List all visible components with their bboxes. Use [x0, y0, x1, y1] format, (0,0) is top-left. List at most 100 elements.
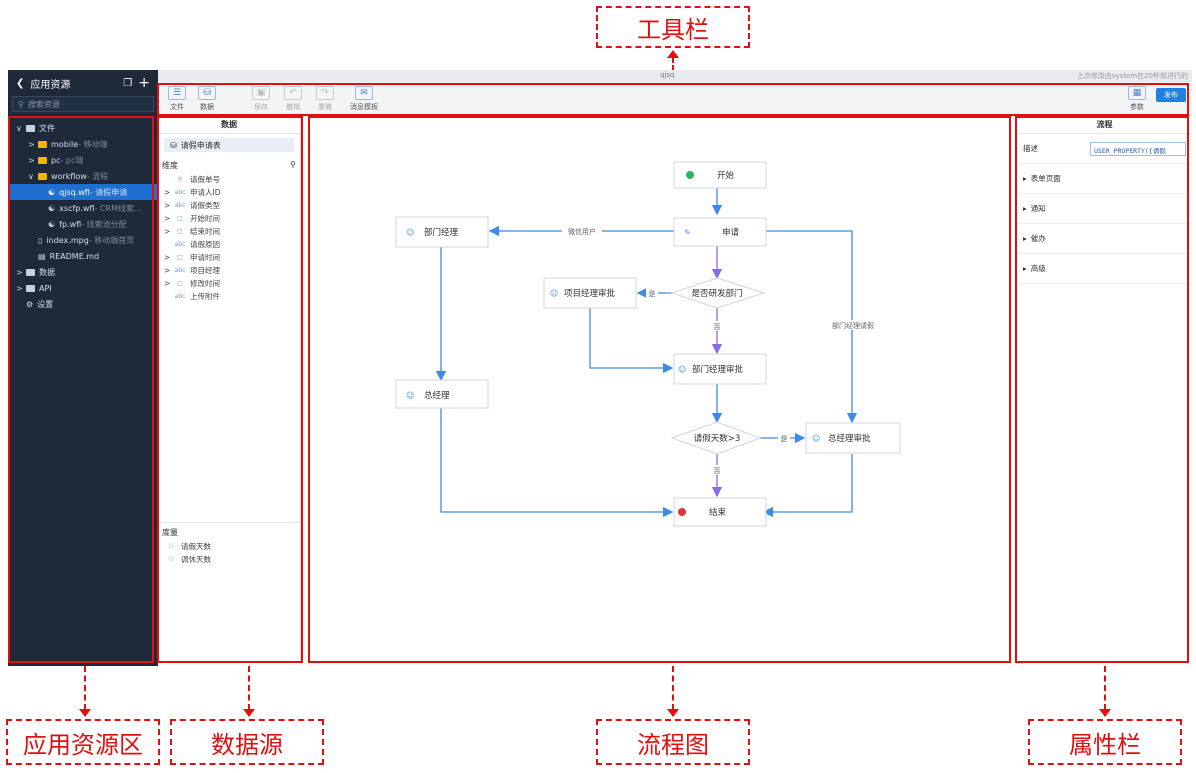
redo-icon: ↷ — [316, 86, 334, 100]
redo-button[interactable]: ↷重做 — [316, 86, 334, 111]
node-gm-approval[interactable]: ☺ 总经理审批 — [805, 422, 901, 454]
flowchart-annotation: 流程图 — [596, 719, 750, 765]
tree-item-api[interactable]: >API — [16, 283, 52, 293]
document-title[interactable]: qjsq — [660, 71, 675, 79]
user-icon: ☺ — [812, 434, 820, 443]
datasource-annotation: 数据源 — [170, 719, 324, 765]
description-row: 描述 USER_PROPERTY({请假 — [1017, 134, 1192, 164]
svg-text:结束: 结束 — [709, 507, 727, 518]
node-is-rd-dept[interactable]: 是否研发部门 — [670, 277, 766, 309]
dimension-item[interactable]: >□申请时间 — [164, 253, 220, 262]
tree-item-settings[interactable]: ⚙设置 — [26, 299, 54, 309]
tree-item-index-mpg[interactable]: ▯index.mpg - 移动端首页 — [38, 235, 135, 245]
section-notify[interactable]: ▸通知 — [1017, 194, 1192, 224]
file-button[interactable]: ☰文件 — [168, 86, 186, 111]
svg-text:申请: 申请 — [722, 227, 740, 238]
tree-item-pc[interactable]: >pc - pc端 — [28, 155, 84, 165]
workflow-icon: ☯ — [48, 187, 56, 197]
dimension-item[interactable]: >□开始时间 — [164, 214, 220, 223]
dimension-item[interactable]: >□结束时间 — [164, 227, 220, 236]
svg-text:是否研发部门: 是否研发部门 — [691, 288, 742, 299]
undo-button[interactable]: ↶撤销 — [284, 86, 302, 111]
flowchart-svg: 微信用户 是 否 部门经理请假 是 否 开始 — [395, 161, 901, 527]
svg-text:项目经理审批: 项目经理审批 — [564, 288, 616, 299]
publish-button[interactable]: 发布 — [1156, 88, 1186, 102]
tree-item-files[interactable]: ∨文件 — [16, 123, 55, 133]
node-start[interactable]: 开始 — [673, 161, 767, 189]
tree-item-xscfp[interactable]: ☯xscfp.wfl - CRM线索... — [48, 203, 142, 213]
measure-item[interactable]: ⚆请假天数 — [158, 540, 300, 553]
params-button[interactable]: ▦参数 — [1128, 86, 1146, 111]
node-apply[interactable]: ✎ 申请 — [673, 217, 767, 247]
save-button[interactable]: ▣保存 — [252, 86, 270, 111]
datasource-table[interactable]: ⛁ 请假申请表 — [164, 138, 294, 152]
edge-gmapprove-end[interactable] — [762, 454, 853, 518]
params-icon: ▦ — [1128, 86, 1146, 100]
add-icon[interactable]: + — [138, 75, 150, 91]
description-input[interactable]: USER_PROPERTY({请假 — [1090, 141, 1186, 156]
caret-right-icon: ▸ — [1023, 234, 1027, 243]
date-type-icon: □ — [177, 254, 183, 261]
tree-item-data[interactable]: >数据 — [16, 267, 55, 277]
search-icon: ⚲ — [18, 99, 24, 109]
workflow-icon: ☯ — [48, 203, 56, 213]
edge-label-yes: 是 — [781, 435, 788, 443]
message-template-button[interactable]: ✉消息模板 — [350, 86, 378, 111]
app-resources-annotation: 应用资源区 — [6, 719, 160, 765]
search-icon[interactable]: ⚲ — [290, 160, 296, 169]
last-modified-status: 上次修改由system在20秒前进行的 — [1076, 72, 1188, 80]
data-button[interactable]: ⛁数据 — [198, 86, 216, 111]
caret-right-icon: ▸ — [1023, 174, 1027, 183]
edge-pm-dept[interactable] — [589, 308, 674, 374]
node-general-manager[interactable]: ☺ 总经理 — [395, 379, 489, 409]
chevron-right-icon: > — [164, 266, 171, 275]
tree-item-qjsq[interactable]: ☯qjsq.wfl - 请假申请 — [8, 184, 158, 200]
database-icon: ⛁ — [170, 140, 177, 150]
edge-apply-gm[interactable] — [760, 230, 858, 424]
app-window: ❮ 应用资源 ❐ + ⚲ 搜索资源 ∨文件 >mobile - 移动端 >pc … — [6, 70, 1192, 666]
edge-gm-end[interactable] — [440, 408, 674, 518]
dimension-item[interactable]: >□修改时间 — [164, 279, 220, 288]
edge-label-no: 否 — [714, 323, 721, 331]
tree-item-readme[interactable]: ▤README.md — [38, 251, 100, 261]
resource-search-input[interactable]: ⚲ 搜索资源 — [12, 96, 154, 112]
abc-type-icon: abc — [174, 189, 186, 196]
node-pm-approval[interactable]: ☺ 项目经理审批 — [543, 277, 637, 309]
flowchart-canvas[interactable]: 微信用户 是 否 部门经理请假 是 否 开始 — [308, 116, 1010, 664]
copy-icon[interactable]: ❐ — [123, 77, 133, 89]
tree-item-fp[interactable]: ☯fp.wfl - 线索池分配 — [48, 219, 127, 229]
chevron-right-icon: > — [28, 139, 35, 149]
dimension-header: 维度 ⚲ — [162, 160, 296, 170]
section-form-page[interactable]: ▸表单页面 — [1017, 164, 1192, 194]
node-dept-manager[interactable]: ☺ 部门经理 — [395, 216, 489, 248]
tree-item-workflow[interactable]: ∨workflow - 流程 — [28, 171, 109, 181]
node-days-gt3[interactable]: 请假天数>3 — [670, 421, 762, 455]
edge-label-no: 否 — [714, 467, 721, 475]
measure-item[interactable]: ⚆调休天数 — [158, 553, 300, 566]
back-icon[interactable]: ❮ — [16, 77, 25, 89]
node-dept-approval[interactable]: ☺ 部门经理审批 — [673, 353, 767, 385]
edge-label-wechat: 微信用户 — [568, 227, 596, 236]
dimension-item[interactable]: ⚲请假单号 — [158, 173, 300, 186]
chevron-right-icon: > — [164, 279, 171, 288]
edit-icon: ✎ — [684, 228, 691, 237]
node-end[interactable]: 结束 — [673, 497, 767, 527]
chevron-right-icon: > — [164, 227, 171, 236]
section-advanced[interactable]: ▸高级 — [1017, 254, 1192, 284]
abc-type-icon: abc — [174, 202, 186, 209]
svg-text:部门经理: 部门经理 — [424, 227, 459, 238]
resource-tree: ∨文件 >mobile - 移动端 >pc - pc端 ∨workflow - … — [8, 120, 158, 312]
chevron-right-icon: > — [16, 267, 23, 277]
chevron-right-icon: > — [28, 155, 35, 165]
tree-item-mobile[interactable]: >mobile - 移动端 — [28, 139, 108, 149]
menu-icon: ☰ — [168, 86, 186, 100]
edge-label-yes: 是 — [649, 290, 656, 298]
section-reminder[interactable]: ▸催办 — [1017, 224, 1192, 254]
chevron-right-icon: > — [16, 283, 23, 293]
